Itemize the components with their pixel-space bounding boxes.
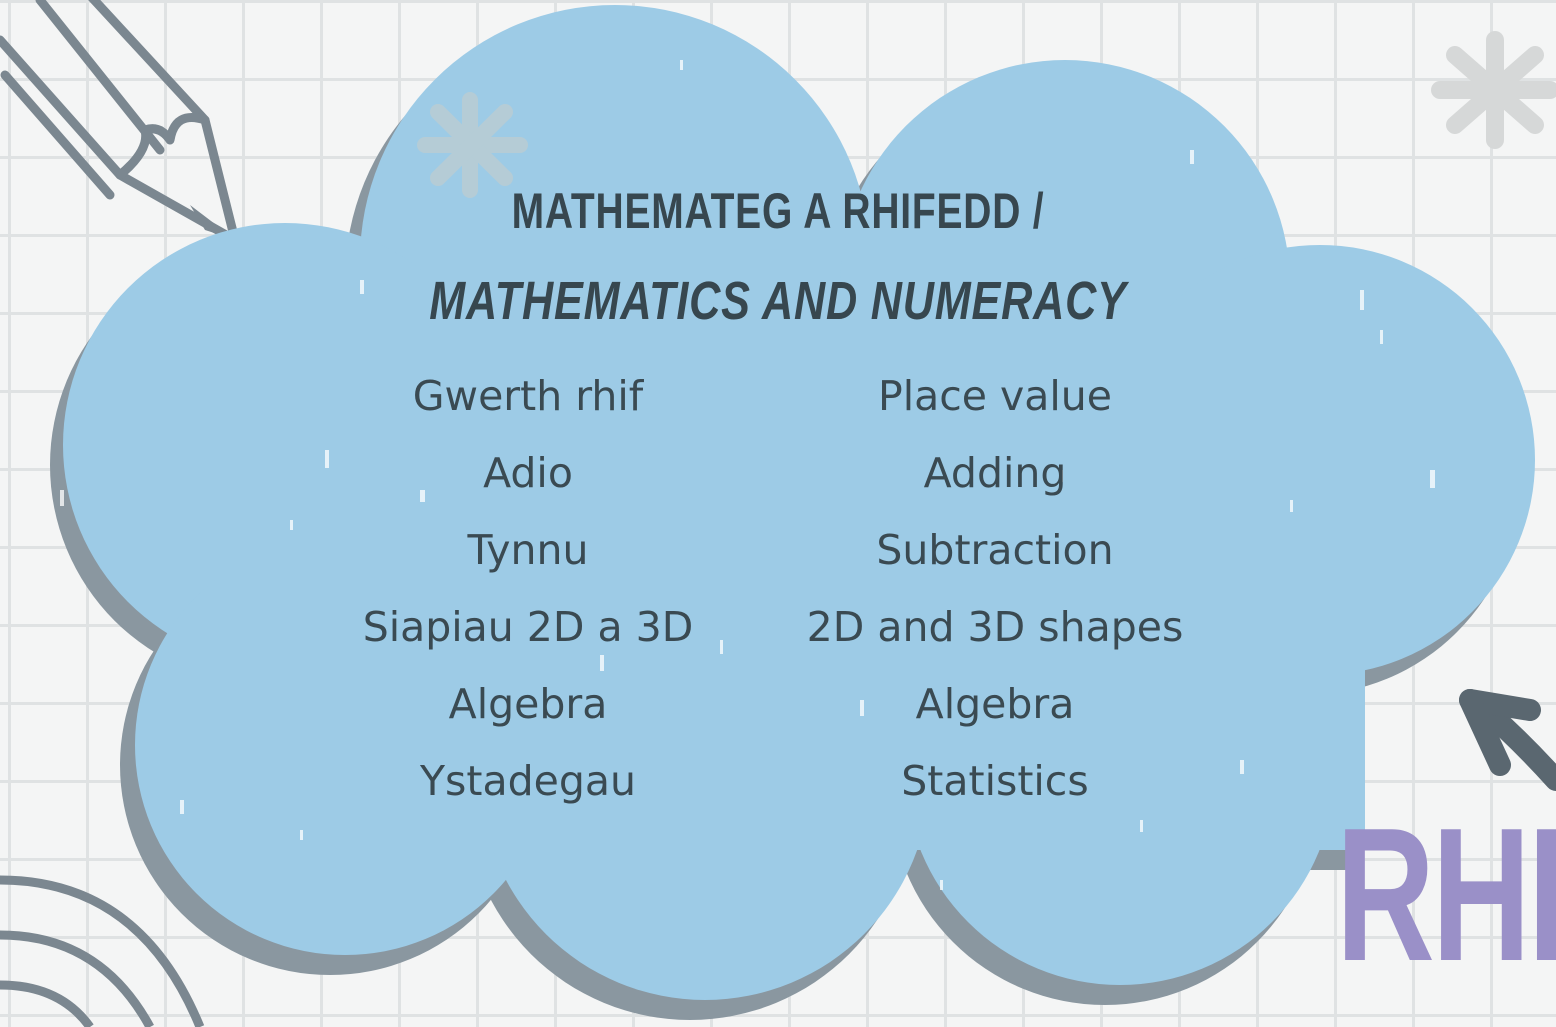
rainbow-arc-doodle-icon — [0, 875, 205, 1027]
topic-welsh-place-value: Gwerth rhif — [412, 372, 644, 420]
brand-text: RHI — [1336, 789, 1556, 1001]
topic-english-shapes: 2D and 3D shapes — [806, 603, 1184, 651]
topic-english-adding: Adding — [923, 449, 1067, 497]
topics-welsh-list: Gwerth rhif Adio Tynnu Siapiau 2D a 3D A… — [268, 368, 788, 830]
topic-english-algebra: Algebra — [915, 680, 1075, 728]
title-line-english: MATHEMATICS AND NUMERACY — [429, 271, 1127, 331]
topic-english-place-value: Place value — [877, 372, 1113, 420]
cloud-asterisk-doodle-icon — [417, 92, 528, 198]
topics-english-list: Place value Adding Subtraction 2D and 3D… — [735, 368, 1255, 830]
cloud-texture — [60, 60, 1435, 890]
asterisk-doodle-icon — [1431, 31, 1556, 149]
topic-english-statistics: Statistics — [901, 757, 1089, 805]
topic-welsh-adding: Adio — [483, 449, 573, 497]
topic-welsh-shapes: Siapiau 2D a 3D — [362, 603, 694, 651]
topic-english-subtraction: Subtraction — [876, 526, 1114, 574]
topic-welsh-subtraction: Tynnu — [467, 526, 589, 574]
title-line-welsh: MATHEMATEG A RHIFEDD / — [511, 183, 1045, 239]
arrow-doodle-icon — [1459, 689, 1556, 791]
pencil-tip-icon — [190, 205, 236, 240]
topic-welsh-statistics: Ystadegau — [420, 757, 636, 805]
topic-welsh-algebra: Algebra — [448, 680, 608, 728]
